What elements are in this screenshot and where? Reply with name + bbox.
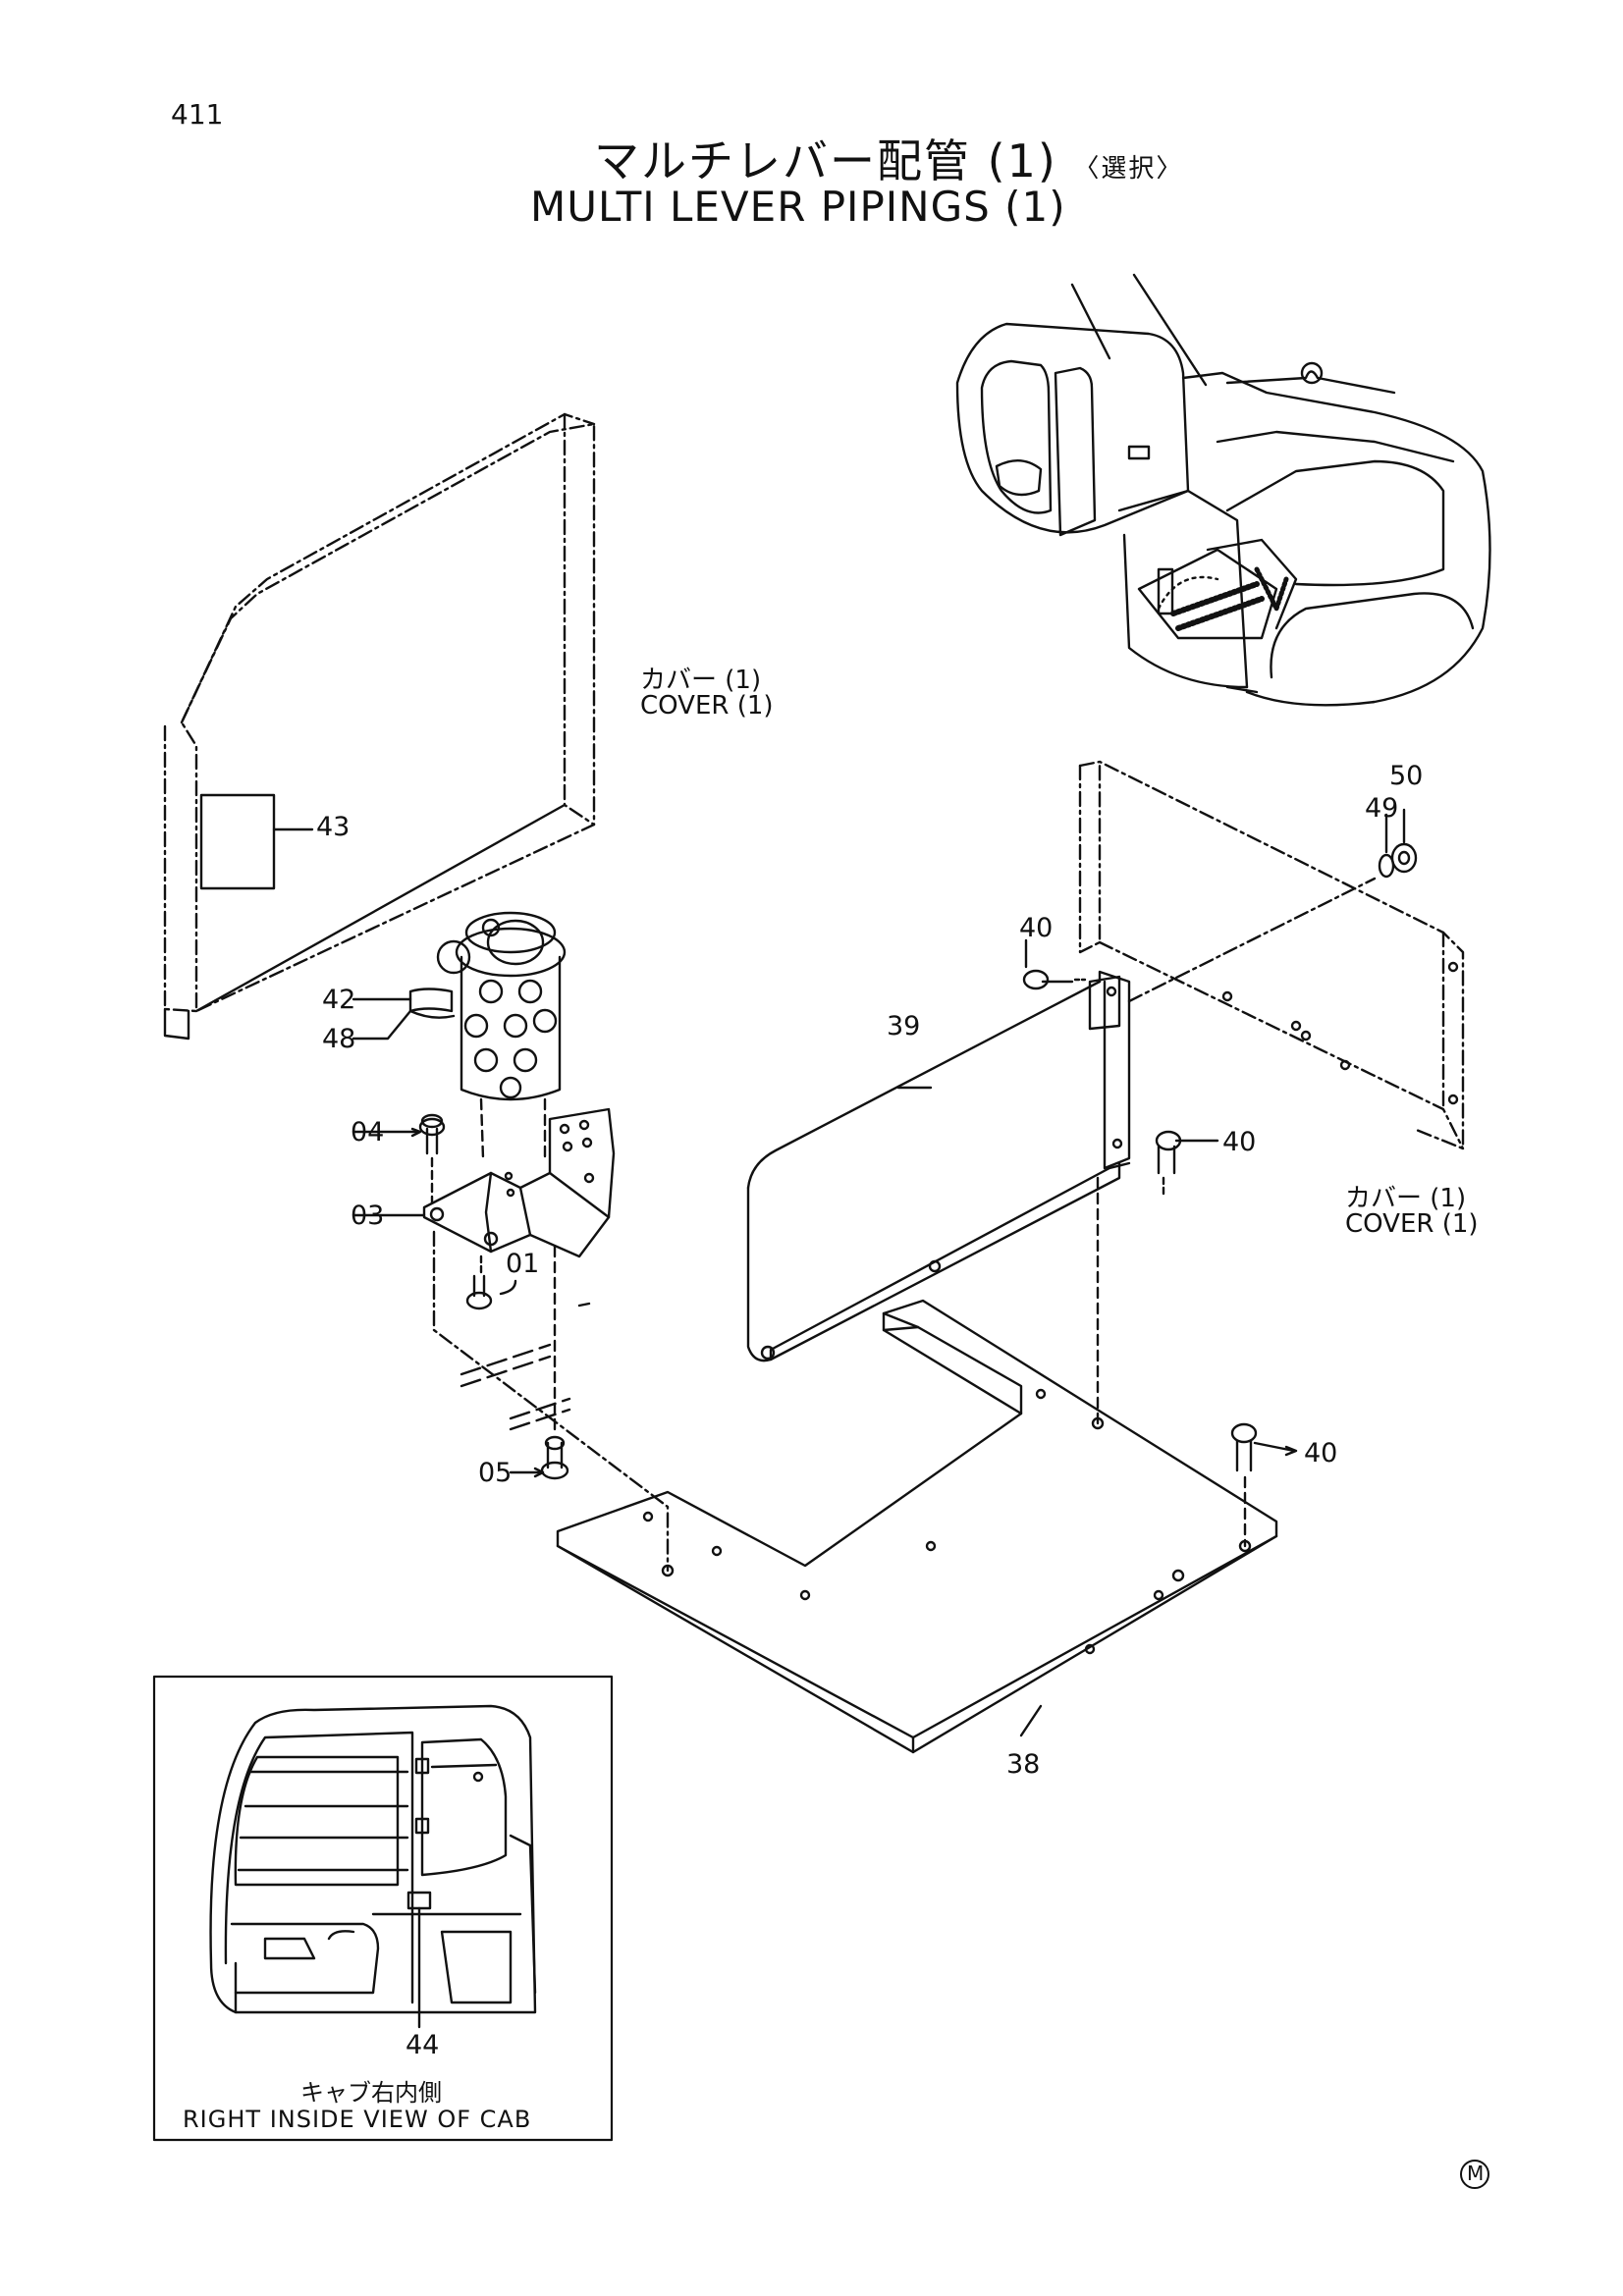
base-plate-drawing [556,1299,1278,1754]
callout-48: 48 [322,1024,356,1054]
callout-38: 38 [1006,1749,1041,1780]
cover-left-label-jp: カバー (1) [640,666,762,695]
inset-frame [152,1675,614,2142]
cover-right-drawing [1078,760,1465,1150]
callout-42: 42 [322,985,356,1015]
callout-03: 03 [351,1201,385,1231]
callout-44: 44 [406,2030,440,2060]
cover-left-drawing [163,412,596,1041]
title-jp-note: 〈選択〉 [1073,154,1184,184]
callout-49: 49 [1365,793,1399,824]
cab-inset-drawing [209,1704,537,2029]
callout-40-top: 40 [1019,913,1054,943]
page-title-english: MULTI LEVER PIPINGS (1) [530,183,1066,231]
page-title-japanese: マルチレバー配管 (1) 〈選択〉 [594,126,1183,190]
callout-43: 43 [316,812,351,842]
cover-left-label-en: COVER (1) [640,691,774,721]
callout-04: 04 [351,1117,385,1148]
callout-50: 50 [1389,761,1424,791]
callout-05: 05 [478,1458,513,1488]
panel-39-drawing [746,970,1131,1362]
excavator-overview [955,273,1491,707]
cover-right-label-jp: カバー (1) [1345,1184,1467,1213]
registered-mark-letter: M [1467,2162,1485,2185]
page-number: 411 [171,98,224,131]
bolts-40-drawing [1022,938,1298,1548]
title-jp-main: マルチレバー配管 (1) [594,134,1057,187]
callout-40-middle: 40 [1222,1127,1257,1157]
callout-40-bottom: 40 [1304,1438,1338,1468]
inset-caption-jp: キャブ右内側 [300,2079,442,2107]
callout-39: 39 [887,1011,921,1041]
pilot-valve-drawing [352,911,567,1160]
callout-01: 01 [506,1249,540,1279]
cover-right-label-en: COVER (1) [1345,1209,1479,1239]
bracket-drawing [352,1107,670,1573]
inset-caption-en: RIGHT INSIDE VIEW OF CAB [183,2106,532,2133]
